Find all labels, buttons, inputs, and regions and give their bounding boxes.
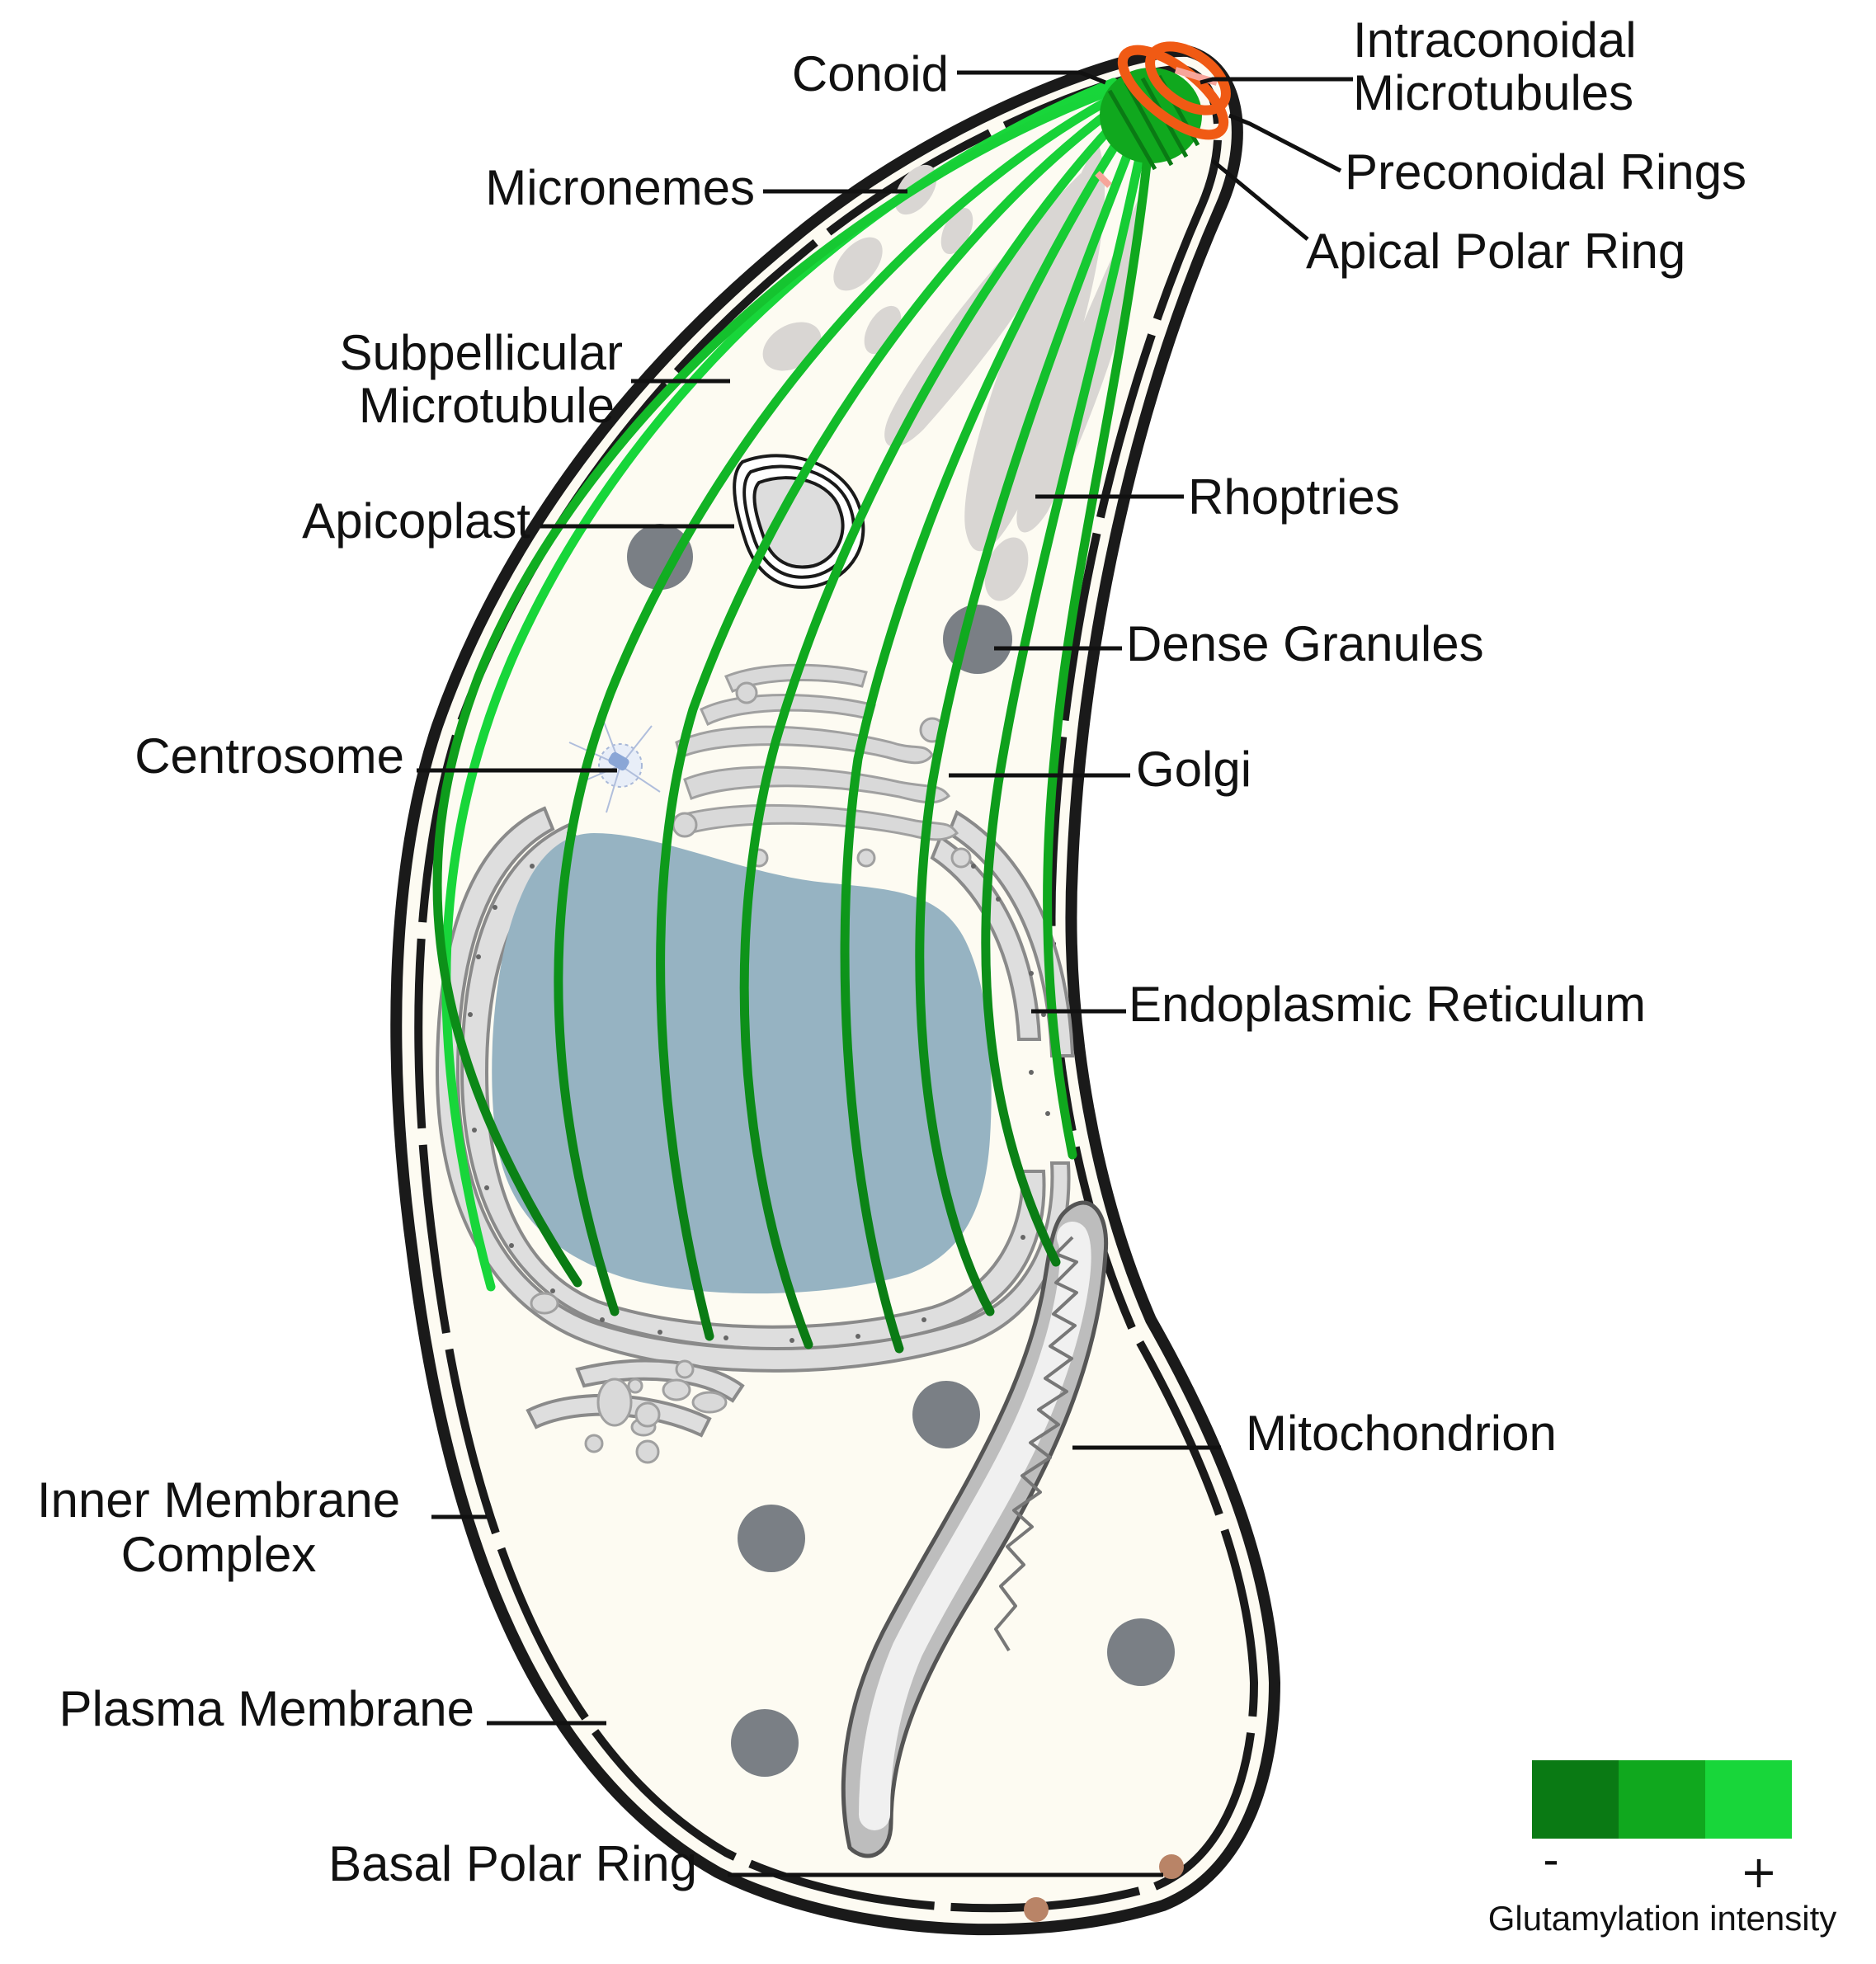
label-conoid: Conoid (792, 46, 949, 101)
legend-swatch-low (1532, 1760, 1619, 1839)
label-mitochondrion: Mitochondrion (1246, 1406, 1557, 1461)
legend-minus: - (1543, 1834, 1559, 1886)
legend: - + Glutamylation intensity (1488, 1760, 1837, 1938)
label-basal-polar-ring: Basal Polar Ring (328, 1836, 697, 1891)
label-apical-polar-ring: Apical Polar Ring (1306, 224, 1685, 279)
leader-lines (417, 70, 1353, 1877)
centrosome (568, 717, 661, 813)
legend-swatch-high (1705, 1760, 1792, 1839)
dense-granules (627, 524, 1175, 1777)
label-intraconoidal-2: Microtubules (1353, 65, 1633, 120)
label-preconoidal-rings: Preconoidal Rings (1345, 144, 1746, 200)
label-dense-granules: Dense Granules (1126, 616, 1484, 671)
label-subpellicular-2: Microtubule (359, 378, 615, 433)
label-intraconoidal-1: Intraconoidal (1353, 12, 1637, 68)
label-centrosome: Centrosome (134, 728, 404, 784)
label-inner-membrane-2: Complex (121, 1527, 317, 1582)
label-subpellicular-1: Subpellicular (339, 325, 623, 380)
basal-polar-ring (1024, 1854, 1184, 1922)
label-micronemes: Micronemes (485, 160, 755, 215)
label-rhoptries: Rhoptries (1188, 469, 1400, 525)
apicoplast (733, 454, 865, 589)
legend-swatch-mid (1619, 1760, 1705, 1839)
legend-plus: + (1740, 1846, 1777, 1898)
mitochondrion (841, 1200, 1109, 1858)
conoid (1100, 68, 1202, 163)
apical-complex (1095, 41, 1231, 188)
label-golgi: Golgi (1136, 742, 1251, 797)
label-plasma-membrane: Plasma Membrane (59, 1681, 474, 1736)
legend-title: Glutamylation intensity (1488, 1899, 1837, 1938)
label-apicoplast: Apicoplast (302, 493, 530, 549)
label-endoplasmic-reticulum: Endoplasmic Reticulum (1129, 977, 1646, 1032)
label-inner-membrane-1: Inner Membrane (37, 1472, 400, 1528)
inner-membrane-complex-shape (414, 64, 1259, 1913)
labels: Conoid Intraconoidal Microtubules Micron… (37, 12, 1746, 1891)
subpellicular-microtubules (432, 78, 1156, 1354)
nucleus (492, 833, 992, 1294)
